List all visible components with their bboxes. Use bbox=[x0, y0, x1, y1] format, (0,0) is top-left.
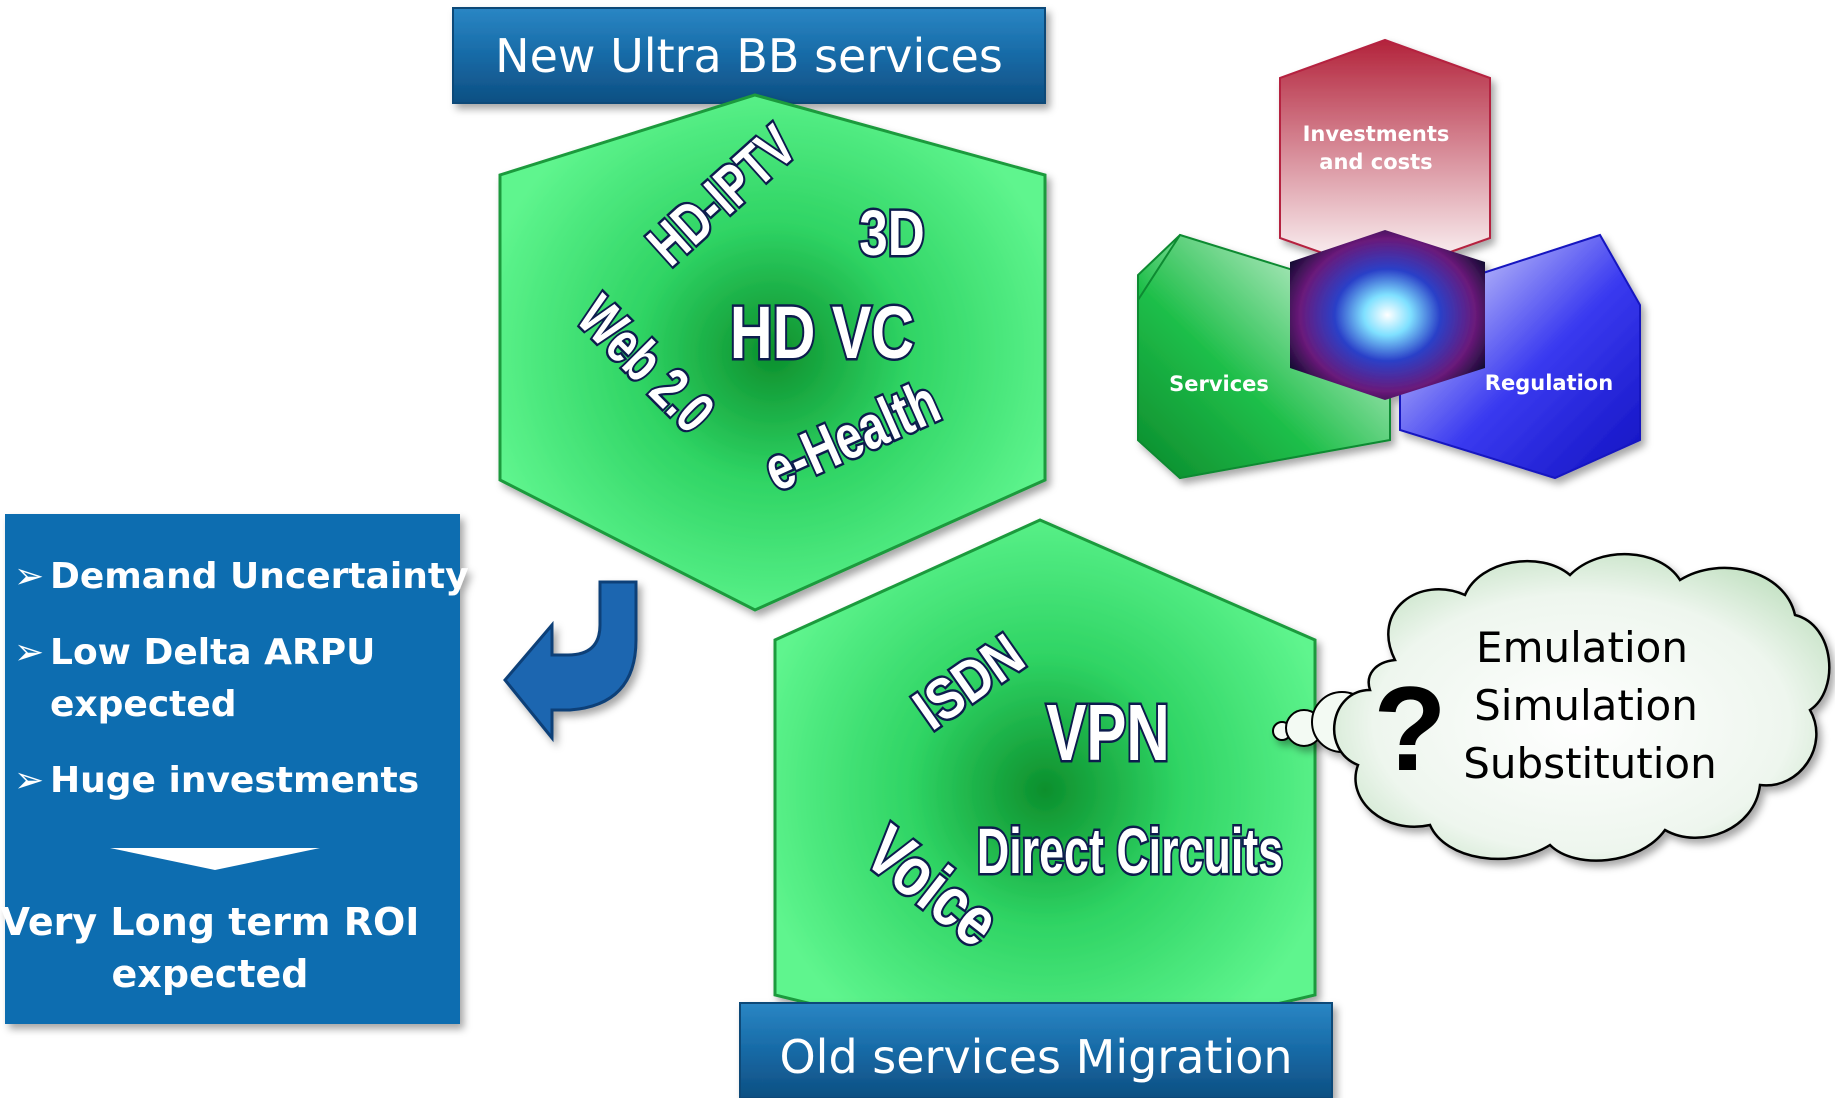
question-mark: ? bbox=[1373, 662, 1446, 796]
investments-label-line1: Investments bbox=[1303, 122, 1450, 146]
cloud-line-emulation: Emulation bbox=[1476, 623, 1688, 672]
risk-item-demand-uncertainty: Demand Uncertainty bbox=[50, 556, 469, 597]
three-d-label: 3D bbox=[859, 199, 924, 270]
regulation-label: Regulation bbox=[1485, 371, 1613, 395]
roi-conclusion-line1: Very Long term ROI bbox=[1, 900, 420, 944]
top-banner: New Ultra BB services bbox=[452, 7, 1046, 104]
bullet-arrow-2: ➢ bbox=[14, 632, 44, 673]
investments-label-line2: and costs bbox=[1319, 150, 1432, 174]
bottom-banner: Old services Migration bbox=[739, 1002, 1333, 1098]
risk-item-low-delta-arpu: Low Delta ARPU bbox=[50, 632, 375, 673]
bullet-arrow-3: ➢ bbox=[14, 760, 44, 801]
down-chevron bbox=[110, 848, 320, 870]
cloud-line-substitution: Substitution bbox=[1463, 739, 1717, 788]
risk-item-expected: expected bbox=[50, 684, 237, 725]
thought-cloud: ? Emulation Simulation Substitution bbox=[1272, 553, 1831, 862]
risk-item-huge-investments: Huge investments bbox=[50, 760, 419, 801]
new-services-hexagon: HD-IPTV 3D HD VC Web 2.0 e-Health bbox=[498, 93, 1047, 612]
vpn-label: VPN bbox=[1046, 688, 1169, 777]
bullet-arrow-1: ➢ bbox=[14, 556, 44, 597]
top-banner-label: New Ultra BB services bbox=[495, 29, 1003, 83]
services-label: Services bbox=[1169, 372, 1269, 396]
old-services-hexagon: ISDN VPN Direct Circuits Voice bbox=[773, 518, 1317, 1062]
roi-conclusion-line2: expected bbox=[112, 952, 309, 996]
risk-box: ➢ Demand Uncertainty ➢ Low Delta ARPU ex… bbox=[1, 514, 469, 1024]
fiber-optics-center bbox=[1290, 230, 1485, 400]
direct-circuits-label: Direct Circuits bbox=[977, 815, 1283, 887]
hd-vc-label: HD VC bbox=[730, 292, 914, 375]
bottom-banner-label: Old services Migration bbox=[779, 1030, 1292, 1084]
cloud-body bbox=[1332, 553, 1831, 862]
triad-diagram: Investments and costs Services Regulatio… bbox=[1137, 38, 1641, 480]
cloud-line-simulation: Simulation bbox=[1474, 681, 1698, 730]
return-arrow bbox=[503, 580, 638, 743]
